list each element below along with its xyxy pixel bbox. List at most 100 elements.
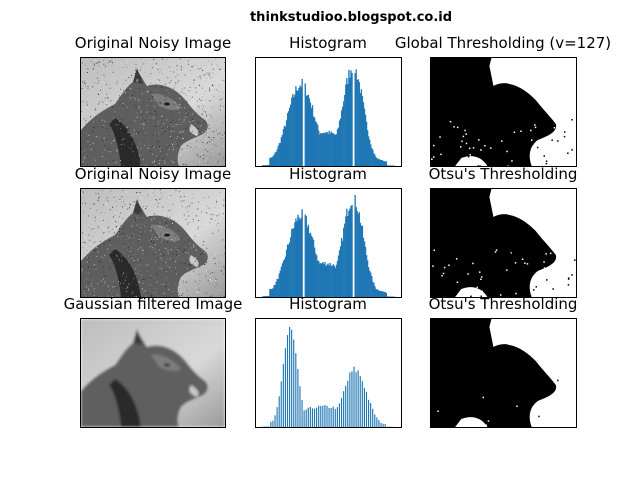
speckle (437, 153, 440, 155)
histogram-bar (298, 217, 300, 297)
noise-pixel (142, 253, 144, 255)
noise-pixel (104, 140, 106, 142)
cougar-neck-shadow (109, 249, 141, 297)
noise-pixel (83, 71, 85, 73)
noise-pixel (119, 128, 121, 130)
histogram-noisy-2 (262, 195, 396, 297)
noise-pixel (119, 95, 120, 97)
noise-pixel (107, 148, 109, 150)
noise-pixel (135, 156, 137, 158)
noise-pixel (216, 161, 218, 163)
noise-pixel (89, 143, 91, 145)
speckle (433, 156, 435, 158)
noise-pixel (131, 135, 133, 137)
noise-pixel (164, 83, 166, 85)
noise-pixel (216, 245, 218, 246)
noise-pixel (136, 264, 138, 266)
noise-pixel (155, 292, 157, 294)
histogram-bar (346, 78, 348, 166)
noise-pixel (170, 257, 172, 259)
noise-pixel (215, 161, 217, 162)
noise-pixel (141, 249, 143, 251)
noise-pixel (196, 291, 198, 293)
noise-pixel (179, 250, 181, 252)
noise-pixel (191, 118, 193, 120)
image-content (81, 319, 225, 427)
noise-pixel (193, 190, 195, 192)
noise-pixel (103, 278, 105, 280)
speckle (545, 160, 548, 162)
speckle (485, 276, 487, 279)
noise-pixel (86, 220, 87, 222)
noise-pixel (142, 101, 144, 103)
noise-pixel (98, 136, 100, 138)
noise-pixel (181, 103, 183, 105)
noise-pixel (103, 158, 105, 160)
noise-pixel (98, 254, 100, 256)
noise-pixel (107, 227, 109, 229)
speckle (539, 287, 541, 290)
noise-pixel (217, 162, 218, 164)
noise-pixel (84, 83, 86, 85)
noise-pixel (88, 121, 90, 123)
histogram-bar (287, 111, 290, 166)
histogram-bar (300, 87, 302, 166)
noise-pixel (217, 274, 219, 276)
noise-pixel (216, 132, 218, 134)
noise-pixel (93, 249, 95, 251)
noise-pixel (180, 157, 182, 159)
speckle (480, 149, 482, 151)
noise-pixel (120, 217, 122, 219)
noise-pixel (185, 144, 187, 146)
speckle (545, 253, 547, 255)
noise-pixel (151, 247, 153, 249)
cougar-muzzle (189, 124, 199, 136)
noise-pixel (123, 279, 125, 281)
noise-pixel (211, 295, 213, 297)
noise-pixel (115, 100, 117, 102)
histogram-bar (381, 159, 383, 166)
title-histogram-1: Histogram (289, 34, 367, 52)
histogram-bar (319, 134, 321, 166)
noise-pixel (188, 222, 190, 223)
histogram-bar (373, 153, 375, 166)
noise-pixel (113, 285, 115, 287)
noise-pixel (163, 75, 165, 77)
noise-pixel (159, 88, 161, 90)
histogram-bar (269, 157, 271, 166)
histogram-bar (277, 145, 279, 166)
noise-pixel (216, 283, 218, 285)
noise-pixel (173, 71, 175, 73)
noise-pixel (85, 117, 87, 119)
noise-pixel (84, 192, 86, 194)
histogram-bar (380, 160, 382, 166)
noise-pixel (166, 222, 167, 224)
noise-pixel (179, 140, 181, 142)
noise-pixel (166, 259, 168, 261)
noise-pixel (220, 108, 222, 110)
noise-pixel (193, 239, 195, 241)
noise-pixel (159, 267, 161, 269)
cougar-ear (133, 199, 143, 215)
histogram-bar (360, 225, 363, 297)
noise-pixel (163, 100, 165, 101)
speckle (523, 254, 526, 256)
noise-pixel (210, 218, 212, 220)
noise-pixel (112, 71, 114, 73)
noise-pixel (116, 82, 118, 84)
noise-pixel (170, 86, 172, 88)
noise-pixel (119, 137, 121, 139)
noise-pixel (176, 254, 178, 256)
noise-pixel (83, 212, 85, 214)
histogram-bar (276, 278, 278, 297)
noise-pixel (101, 100, 103, 102)
speckle (531, 161, 533, 163)
histogram-bar (300, 217, 302, 297)
noise-pixel (157, 123, 159, 125)
noise-pixel (152, 264, 154, 266)
histogram-bar (374, 414, 376, 427)
speckle (557, 147, 560, 149)
noise-pixel (181, 148, 183, 150)
noise-pixel (165, 232, 166, 234)
noise-pixel (164, 95, 166, 97)
